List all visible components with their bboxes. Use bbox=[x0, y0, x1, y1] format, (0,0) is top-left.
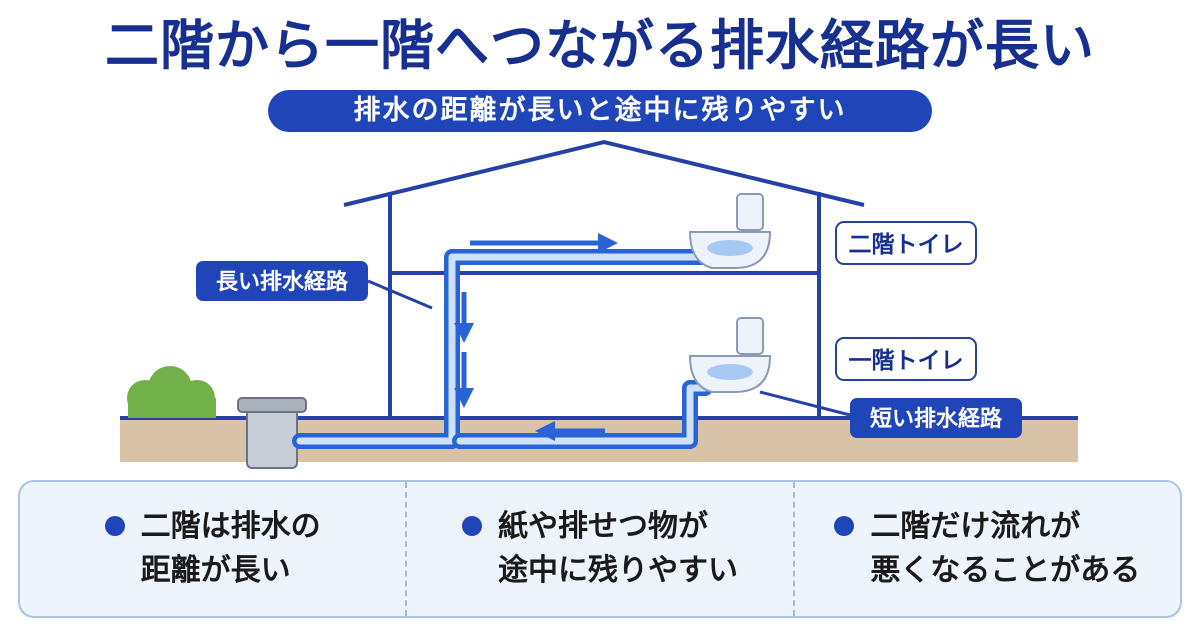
summary-point-1-line-2: 距離が長い bbox=[140, 553, 291, 588]
summary-point-2-line-1: 紙や排せつ物が bbox=[497, 509, 708, 544]
long-path-pointer bbox=[367, 279, 433, 310]
bullet-dot bbox=[834, 516, 855, 536]
long-path-label-box bbox=[196, 261, 368, 301]
first-floor-toilet-label: 一階トイレ bbox=[849, 348, 964, 374]
summary-point-1: 二階は排水の 距離が長い bbox=[20, 482, 405, 616]
summary-point-3: 二階だけ流れが 悪くなることがある bbox=[792, 482, 1180, 616]
second-floor-toilet-label: 二階トイレ bbox=[849, 232, 964, 258]
short-path-label: 短い排水経路 bbox=[870, 406, 1003, 432]
bush-icon bbox=[127, 366, 216, 418]
septic-tank-icon bbox=[237, 397, 307, 469]
summary-point-2-line-2: 途中に残りやすい bbox=[497, 553, 738, 588]
summary-point-2: 紙や排せつ物が 途中に残りやすい bbox=[405, 482, 792, 616]
short-drain-pipe bbox=[452, 380, 713, 449]
second-floor-toilet-icon bbox=[688, 193, 772, 269]
summary-point-3-line-2: 悪くなることがある bbox=[870, 553, 1141, 588]
page-title: 二階から一階へつながる排水経路が長い bbox=[105, 14, 1095, 77]
bullet-dot bbox=[104, 516, 125, 536]
house-outline bbox=[343, 139, 865, 418]
long-path-label: 長い排水経路 bbox=[216, 269, 349, 295]
summary-point-3-line-1: 二階だけ流れが bbox=[870, 509, 1081, 544]
long-drain-pipe bbox=[292, 249, 713, 449]
short-path-pointer bbox=[759, 390, 851, 417]
short-path-label-box bbox=[850, 398, 1022, 438]
plumbing-diagram: 二階トイレ 一階トイレ 長い排水経路 短い排水経路 bbox=[120, 139, 1078, 469]
second-floor-toilet-label-box bbox=[835, 221, 977, 265]
subtitle-banner: 排水の距離が長いと途中に残りやすい bbox=[268, 90, 932, 132]
first-floor-toilet-label-box bbox=[835, 337, 977, 381]
bullet-dot bbox=[461, 516, 482, 536]
first-floor-toilet-icon bbox=[688, 317, 772, 393]
summary-panel: 二階は排水の 距離が長い 紙や排せつ物が 途中に残りやすい 二階だけ流れが 悪く… bbox=[18, 480, 1182, 618]
flow-arrows bbox=[454, 233, 618, 441]
summary-point-1-line-1: 二階は排水の bbox=[140, 509, 321, 544]
